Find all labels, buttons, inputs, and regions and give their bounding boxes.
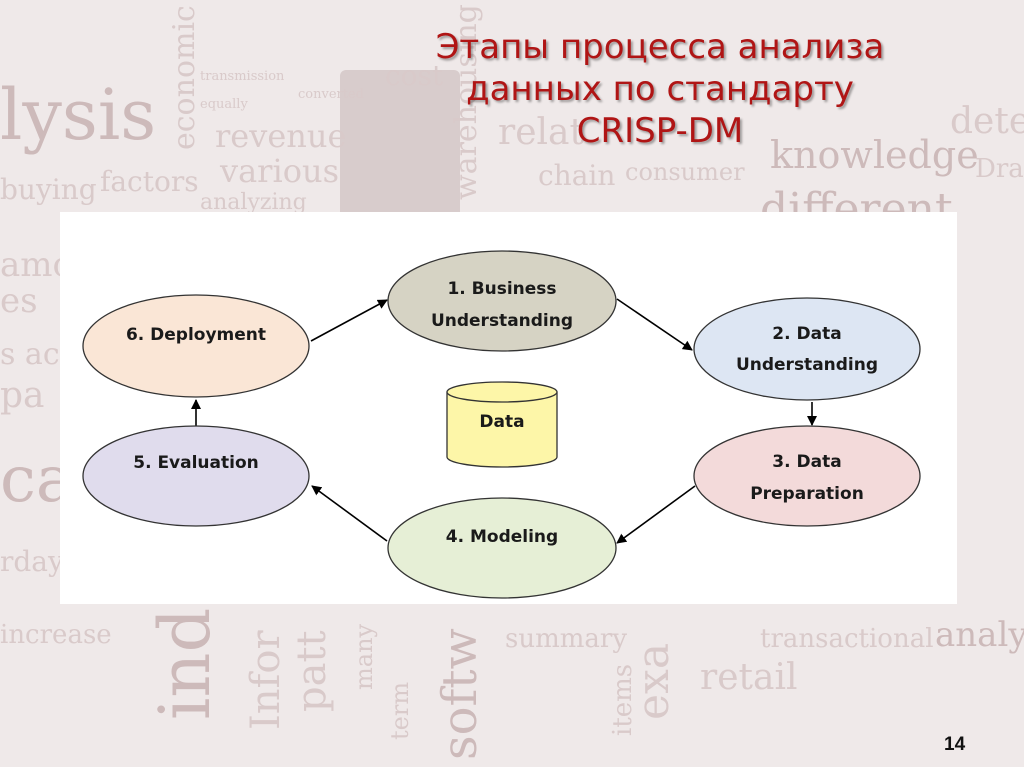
node-data-preparation-line-1: 3. Data	[772, 452, 841, 472]
node-data-understanding: 2. Data Understanding	[693, 297, 921, 401]
bg-word: various	[220, 152, 339, 190]
bg-word: summary	[505, 624, 628, 654]
node-data-preparation-line-2: Preparation	[750, 484, 864, 504]
arrow-business-to-data-understanding	[616, 298, 693, 351]
bg-word: lysis	[0, 74, 157, 156]
background-large-one-glyph	[340, 70, 460, 230]
arrow-modeling-to-evaluation	[311, 485, 388, 542]
bg-word: converted	[298, 87, 364, 102]
arrow-deployment-to-business	[310, 299, 388, 342]
slide-title: Этапы процесса анализа данных по стандар…	[380, 26, 940, 152]
bg-word: chain	[538, 159, 616, 192]
bg-word: Dra	[975, 154, 1024, 184]
bg-word: dete	[950, 101, 1024, 142]
node-business-understanding-line-2: Understanding	[431, 311, 573, 331]
node-modeling-label: 4. Modeling	[446, 527, 558, 547]
slide-title-line-1: Этапы процесса анализа	[435, 27, 885, 67]
data-store-label: Data	[479, 412, 524, 432]
page-number: 14	[944, 734, 966, 755]
bg-word: retail	[700, 657, 798, 698]
slide-title-line-2: данных по стандарту	[466, 69, 854, 109]
node-deployment-label: 6. Deployment	[126, 325, 266, 345]
bg-word: pa	[0, 375, 45, 416]
bg-word: buying	[0, 173, 97, 206]
bg-word: consumer	[625, 158, 745, 186]
bg-word: increase	[0, 620, 112, 650]
bg-word: relat	[498, 112, 584, 153]
bg-word: knowledge	[770, 133, 979, 177]
bg-word: transmission	[200, 69, 285, 84]
node-modeling: 4. Modeling	[387, 497, 617, 599]
data-store-cylinder: Data	[446, 381, 558, 468]
node-business-understanding: 1. Business Understanding	[387, 250, 617, 352]
bg-word: rday	[0, 545, 64, 578]
node-business-understanding-line-1: 1. Business	[447, 279, 556, 299]
node-evaluation: 5. Evaluation	[82, 425, 310, 527]
bg-word: analy	[935, 615, 1024, 655]
node-data-understanding-line-2: Understanding	[736, 355, 878, 375]
bg-word: analyzing	[200, 190, 307, 215]
node-data-preparation: 3. Data Preparation	[693, 425, 921, 527]
bg-word: transactional	[760, 624, 934, 654]
bg-word: s ac	[0, 337, 60, 372]
node-deployment: 6. Deployment	[82, 294, 310, 398]
bg-word: equally	[200, 97, 248, 112]
node-evaluation-label: 5. Evaluation	[133, 453, 259, 473]
node-data-understanding-line-1: 2. Data	[772, 324, 841, 344]
slide-title-line-3: CRISP-DM	[576, 111, 744, 151]
bg-word: es	[0, 281, 38, 321]
bg-word: revenue	[215, 117, 347, 155]
bg-word: factors	[100, 165, 199, 198]
bg-word: cost	[385, 59, 444, 92]
arrow-preparation-to-modeling	[616, 485, 696, 544]
